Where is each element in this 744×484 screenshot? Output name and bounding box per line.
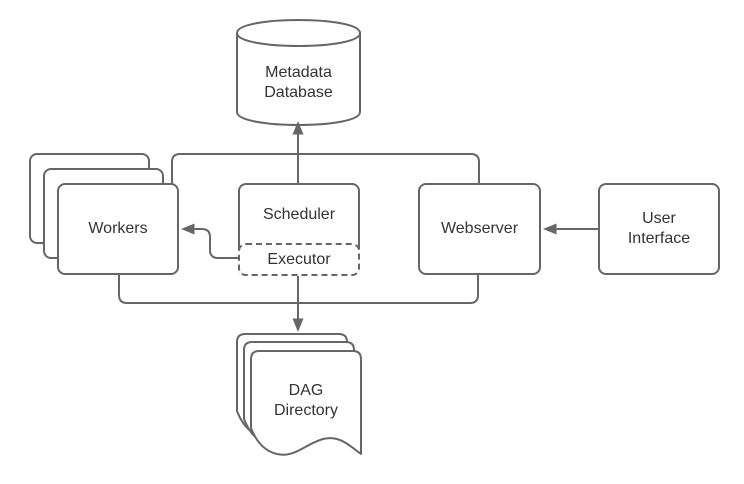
user-interface-label: User Interface	[627, 210, 691, 247]
dag-directory-documents	[236, 333, 362, 456]
executor-label: Executor	[267, 250, 331, 268]
top-connector	[171, 153, 480, 185]
arrowhead-to-dag-directory	[292, 318, 304, 332]
arrowhead-to-webserver	[543, 223, 557, 235]
webserver-node: Webserver	[418, 183, 541, 275]
executor-node: Executor	[238, 243, 360, 276]
arrowhead-to-workers	[181, 223, 195, 235]
webserver-label: Webserver	[440, 220, 519, 237]
workers-node: Workers	[57, 183, 179, 275]
metadata-database-cylinder	[236, 19, 361, 126]
edge-executor-to-workers	[194, 228, 240, 259]
scheduler-label: Scheduler	[262, 206, 336, 223]
workers-label: Workers	[88, 220, 148, 237]
arrowhead-to-database	[292, 121, 304, 135]
user-interface-node: User Interface	[598, 183, 720, 275]
